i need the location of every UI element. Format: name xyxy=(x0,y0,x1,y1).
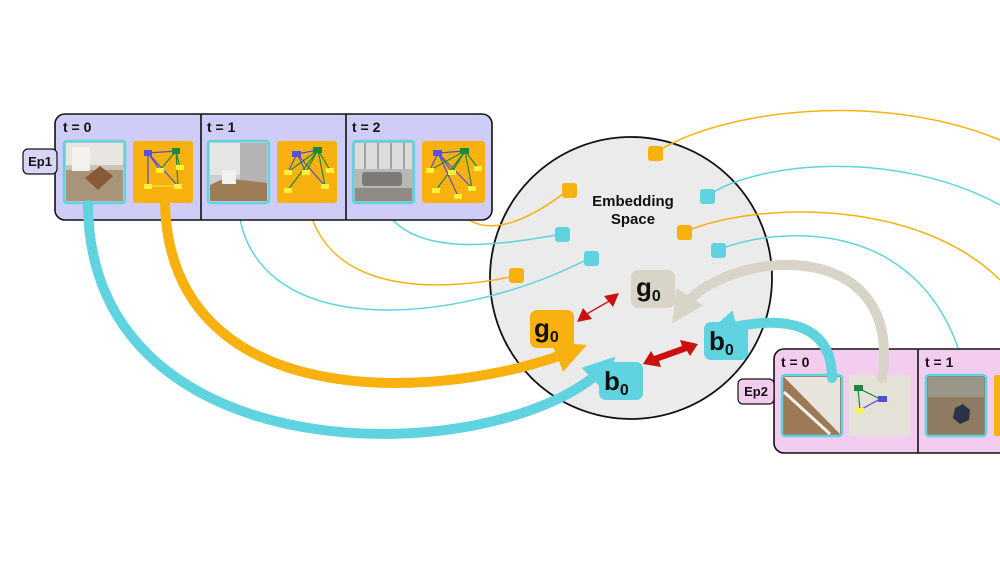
ep2-panel: t = 0 t = 1 Ep2 xyxy=(737,348,1000,454)
node-letter: b xyxy=(604,366,620,396)
ep2-graph-to-g0-arrow xyxy=(672,259,889,383)
point-orange xyxy=(677,225,692,240)
connector-offscreen-orange-1 xyxy=(654,109,1000,154)
ep2-t0-observation-image xyxy=(780,373,844,438)
point-cyan xyxy=(584,251,599,266)
ep2-t0-scene-graph xyxy=(849,375,910,436)
node-g0-ep2: g0 xyxy=(631,270,675,308)
point-orange xyxy=(509,268,524,283)
ep2-tag xyxy=(737,378,775,405)
embedding-points xyxy=(509,146,726,283)
node-subscript: 0 xyxy=(620,382,629,399)
embedding-space-title-line1: Embedding xyxy=(592,193,674,210)
node-letter: g xyxy=(636,272,652,302)
ep2-tag-label: Ep2 xyxy=(744,384,768,399)
svg-text:g0: g0 xyxy=(636,272,661,305)
ep1-t2-observation-image xyxy=(351,139,416,205)
node-letter: g xyxy=(534,313,550,343)
ep2-thin-connectors xyxy=(654,109,1000,377)
ep1-step-label: t = 0 xyxy=(63,119,92,135)
connector-offscreen-orange-2 xyxy=(683,211,1000,281)
red-double-arrow xyxy=(577,293,619,322)
ep1-step-label: t = 2 xyxy=(352,119,381,135)
node-letter: b xyxy=(709,326,725,356)
ep1-graph-to-g0-arrow xyxy=(160,198,587,388)
node-subscript: 0 xyxy=(550,329,559,346)
ep1-t0-observation-image xyxy=(62,139,127,205)
node-b0-ep2: b0 xyxy=(704,322,748,360)
ep1-t1-observation-image xyxy=(206,139,271,205)
ep1-step-label: t = 1 xyxy=(207,119,236,135)
embedding-space-title-line2: Space xyxy=(611,211,655,228)
ep1-panel: t = 0 t = 1 t = 2 Ep1 xyxy=(22,113,493,221)
point-cyan xyxy=(700,189,715,204)
connector-ep1-t2-image xyxy=(381,204,563,246)
point-cyan xyxy=(711,243,726,258)
connector-ep1-t1-image xyxy=(237,204,591,311)
svg-text:b0: b0 xyxy=(709,326,734,359)
connector-offscreen-cyan-1 xyxy=(706,165,1000,206)
svg-text:g0: g0 xyxy=(534,313,559,346)
point-orange xyxy=(562,183,577,198)
ep1-t2-scene-graph xyxy=(422,141,485,203)
svg-text:b0: b0 xyxy=(604,366,629,399)
ep2-step-label: t = 0 xyxy=(781,354,810,370)
ep2-step-label: t = 1 xyxy=(925,354,954,370)
node-subscript: 0 xyxy=(652,288,661,305)
node-b0-ep1: b0 xyxy=(599,362,643,400)
contrastive-arrows xyxy=(577,293,698,367)
ep1-t0-scene-graph xyxy=(133,141,193,203)
ep1-t1-scene-graph xyxy=(277,141,337,203)
ep2-t1-scene-graph xyxy=(994,375,1000,436)
ep2-t1-observation-image xyxy=(924,373,988,438)
ep1-tag xyxy=(22,148,58,175)
node-g0-ep1: g0 xyxy=(530,310,574,348)
connector-ep1-t1-graph xyxy=(307,204,516,286)
red-double-arrow xyxy=(643,340,698,367)
node-subscript: 0 xyxy=(725,342,734,359)
ep1-tag-label: Ep1 xyxy=(28,154,52,169)
point-cyan xyxy=(555,227,570,242)
ep1-image-to-b0-arrow xyxy=(83,200,616,439)
point-orange xyxy=(648,146,663,161)
connector-ep2-t1-image xyxy=(717,235,967,377)
